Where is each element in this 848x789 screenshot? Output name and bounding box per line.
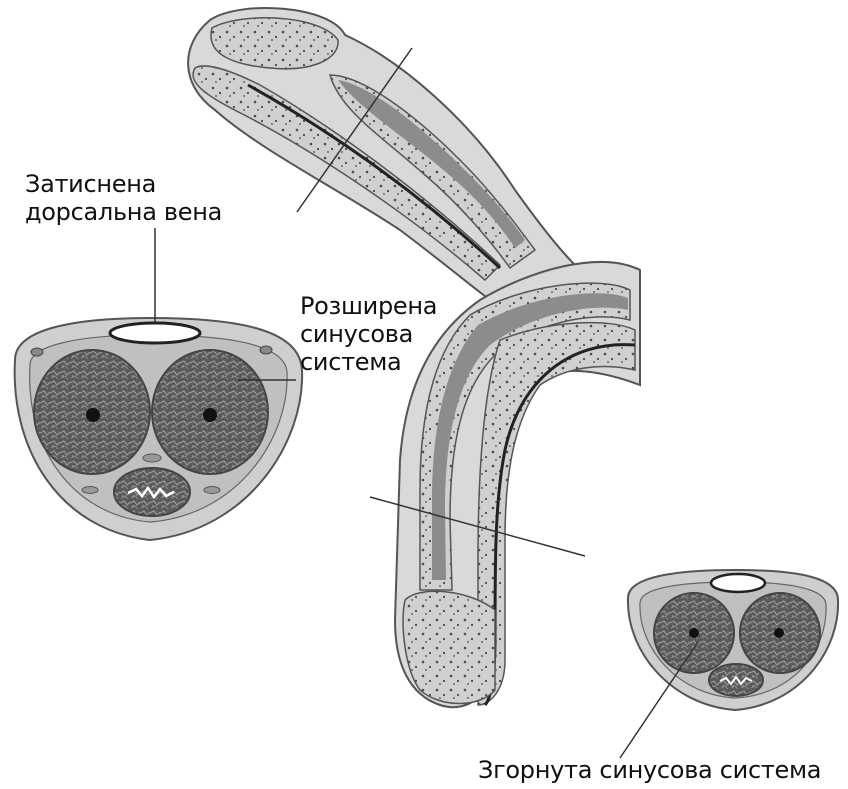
label-dilated-sinus-line-2: синусова bbox=[300, 320, 414, 348]
dilated-vessel-lower-left bbox=[81, 486, 99, 494]
lower-section-line bbox=[369, 496, 586, 557]
dilated-vessel-mid bbox=[142, 453, 162, 463]
cross-section-collapsed bbox=[626, 568, 840, 712]
upper-urethra-line bbox=[247, 83, 502, 270]
label-compressed-dorsal-vein-line-1: Затиснена bbox=[25, 170, 157, 198]
leader-collapsed-sinus bbox=[619, 641, 699, 759]
cross-section-dilated bbox=[13, 316, 304, 542]
dilated-urethra-slit bbox=[127, 485, 175, 500]
right-central-artery bbox=[203, 408, 217, 422]
upper-shaft-segment bbox=[187, 7, 577, 302]
collapsed-dorsal-vein bbox=[709, 572, 767, 594]
label-dilated-sinus-line-3: система bbox=[300, 348, 402, 376]
left-artery-collapsed bbox=[689, 628, 699, 638]
label-compressed-dorsal-vein-line-2: дорсальна вена bbox=[25, 198, 223, 226]
lower-glans bbox=[402, 590, 496, 705]
label-dilated-sinus-system: Розширена синусова система bbox=[300, 292, 437, 376]
upper-glans bbox=[210, 17, 339, 70]
right-artery-collapsed bbox=[774, 628, 784, 638]
label-collapsed-sinus-system: Згорнута синусова система bbox=[478, 756, 822, 784]
dilated-vessel-lower-right bbox=[203, 486, 221, 494]
upper-tunica-band bbox=[338, 80, 525, 248]
lower-corpus-spongiosum bbox=[477, 321, 636, 706]
upper-section-line bbox=[296, 47, 413, 213]
upper-corpus-cavernosum bbox=[329, 74, 537, 270]
label-dilated-sinus-line-1: Розширена bbox=[300, 292, 438, 320]
compressed-dorsal-vein bbox=[108, 321, 202, 345]
dilated-vessel-left bbox=[30, 347, 44, 357]
dilated-vessel-right bbox=[259, 345, 273, 355]
left-central-artery bbox=[86, 408, 100, 422]
label-compressed-dorsal-vein: Затиснена дорсальна вена bbox=[25, 170, 222, 226]
collapsed-urethra-slit bbox=[719, 675, 753, 686]
collapsed-spongiosum bbox=[708, 663, 764, 697]
upper-corpus-spongiosum bbox=[192, 65, 502, 282]
lower-shaft-segment bbox=[393, 260, 641, 709]
